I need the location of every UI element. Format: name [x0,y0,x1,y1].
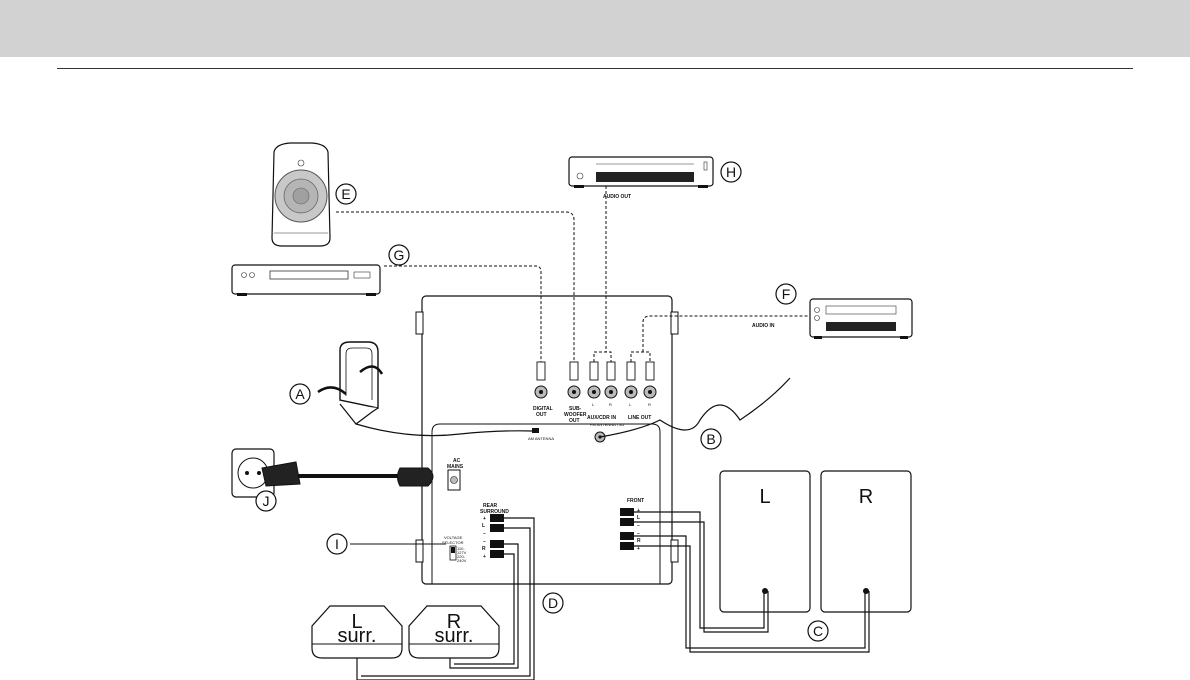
line-out-left-jack [624,385,638,399]
surround-left-label-1: L [351,611,362,633]
label-h: H [720,161,742,183]
front-right-speaker-label: R [859,486,873,508]
rear-minus-1: – [483,531,486,537]
jack-r1-label: R [609,402,612,407]
surround-right-label-2: surr. [435,625,474,647]
line-out-right-jack [643,385,657,399]
dvd-player-device [231,264,381,296]
audio-out-label: AUDIO OUT [603,194,631,200]
rca-plugs [536,361,655,381]
front-plus-2: + [637,546,640,552]
am-antenna-terminal [532,428,539,433]
subwoofer-out-label-1: SUB- [569,406,582,412]
surround-right-label-1: R [447,611,461,633]
label-i: I [326,533,348,555]
voltage-110-label: 110- [457,546,465,551]
label-g-text: G [394,247,405,263]
subwoofer-out-label-3: OUT [569,418,580,424]
label-g: G [388,244,410,266]
label-f: F [775,283,797,305]
label-a: A [289,383,311,405]
dashed-cables [336,186,808,362]
front-minus-1: – [637,523,640,529]
jack-l1-label: L [592,402,595,407]
voltage-240-label: 240V [457,558,467,563]
digital-out-jack [534,385,548,399]
rear-r-label: R [482,546,486,552]
rear-plus-2: + [483,554,486,560]
cassette-deck-device: AUDIO IN [752,298,913,339]
header-bar [0,0,1190,57]
label-b-text: B [706,431,715,447]
aux-in-left-jack [587,385,601,399]
jack-l2-label: L [629,402,632,407]
voltage-selector-label-1: VOLTAGE [444,535,463,540]
front-label: FRONT [627,498,644,504]
main-unit: DIGITAL OUT SUB- WOOFER OUT AUX/CDR IN L… [415,295,679,585]
voltage-selector-label-2: SELECTOR [442,540,464,545]
label-c: C [807,620,829,642]
label-i-text: I [335,536,339,552]
front-left-speaker: L [719,470,811,613]
label-j-text: J [263,493,270,509]
aux-cdr-in-label: AUX/CDR IN [587,415,617,421]
aux-in-right-jack [604,385,618,399]
rear-minus-2: – [483,539,486,545]
label-c-text: C [813,623,823,639]
ac-mains-label-2: MAINS [447,464,464,470]
label-b: B [700,428,722,450]
am-antenna-label: AM ANTENNA [528,436,554,441]
label-e: E [335,183,357,205]
rear-plus-1: + [483,516,486,522]
digital-out-label-2: OUT [536,412,547,418]
digital-out-label-1: DIGITAL [533,406,553,412]
label-h-text: H [726,164,736,180]
cd-recorder-device: AUDIO OUT [568,156,714,200]
label-d: D [542,592,564,614]
front-l-label: L [637,515,640,521]
audio-in-label: AUDIO IN [752,323,775,329]
mains-plug [261,461,434,487]
surround-right-speaker: R surr. [408,605,500,659]
voltage-220-label: 220- [457,554,466,559]
subwoofer-out-label-2: WOOFER [564,412,587,418]
speaker-wires [350,377,870,680]
surround-left-speaker: L surr. [311,605,403,659]
jack-r2-label: R [648,402,651,407]
front-right-speaker: R [820,470,912,613]
rear-l-label: L [482,523,485,529]
ac-mains-label-1: AC [453,458,461,464]
subwoofer-device [271,142,331,247]
header-rule [57,68,1133,69]
fm-antenna-label: FM ANTENNA 75Ω [590,422,624,427]
front-plus-1: + [637,508,640,514]
front-left-speaker-label: L [759,486,770,508]
front-terminals [620,508,634,550]
am-loop-antenna [317,341,384,425]
label-j: J [255,490,277,512]
rear-surround-terminals [490,514,504,558]
ac-mains-socket [447,469,461,491]
label-f-text: F [782,286,791,302]
label-a-text: A [295,386,305,402]
voltage-selector-switch [449,545,457,561]
subwoofer-out-jack [567,385,581,399]
front-r-label: R [637,538,641,544]
label-e-text: E [341,186,350,202]
rear-surround-label-1: REAR [483,503,498,509]
front-minus-2: – [637,531,640,537]
label-d-text: D [548,595,558,611]
rear-surround-label-2: SURROUND [480,509,509,515]
line-out-label: LINE OUT [628,415,651,421]
surround-left-label-2: surr. [338,625,377,647]
voltage-127-label: 127V [457,550,467,555]
